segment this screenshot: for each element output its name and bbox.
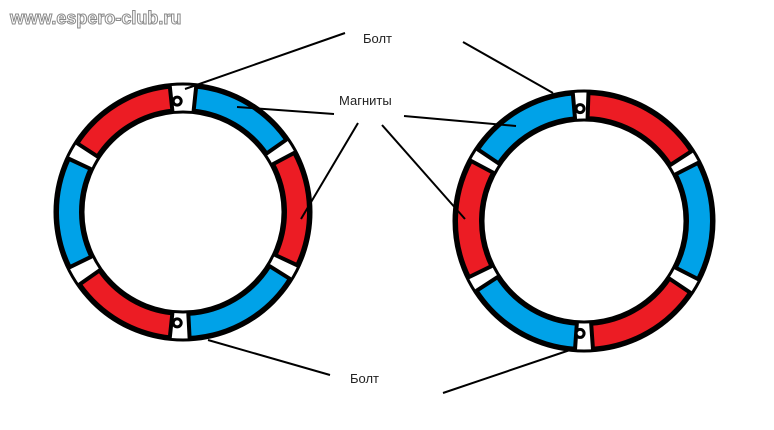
magnet-segment-red xyxy=(454,158,496,280)
right-ring xyxy=(452,89,716,353)
magnet-segment-red xyxy=(589,276,693,351)
magnet-segment-blue xyxy=(474,275,579,351)
leader-line xyxy=(442,349,571,394)
magnet-segment-red xyxy=(77,268,175,340)
leader-line xyxy=(403,115,517,127)
magnet-segment-red xyxy=(271,150,311,268)
leader-line xyxy=(300,122,359,220)
left-ring xyxy=(53,82,313,342)
leader-line xyxy=(462,41,554,94)
bolt-icon xyxy=(171,95,183,107)
bolt-label-top: Болт xyxy=(363,31,393,46)
magnet-segment-blue xyxy=(55,156,94,270)
leader-lines xyxy=(184,32,571,394)
magnet-segment-blue xyxy=(673,160,714,282)
leader-line xyxy=(207,339,331,376)
magnet-segment-red xyxy=(75,84,175,159)
leader-line xyxy=(381,124,466,220)
bolt-icon xyxy=(574,103,586,115)
magnets-label: Магниты xyxy=(339,93,392,108)
leader-line xyxy=(184,32,346,90)
magnet-segment-red xyxy=(585,91,694,167)
bolt-icon xyxy=(574,327,586,339)
ring-outline xyxy=(81,110,285,314)
magnet-segment-blue xyxy=(475,91,578,166)
bolt-label-bottom: Болт xyxy=(350,371,380,386)
watermark: www.espero-club.ru xyxy=(9,8,182,29)
leader-line xyxy=(236,106,335,115)
magnet-segment-blue xyxy=(186,264,292,340)
ring-outline xyxy=(481,118,687,324)
magnet-segment-blue xyxy=(191,84,289,156)
bolt-icon xyxy=(171,317,183,329)
